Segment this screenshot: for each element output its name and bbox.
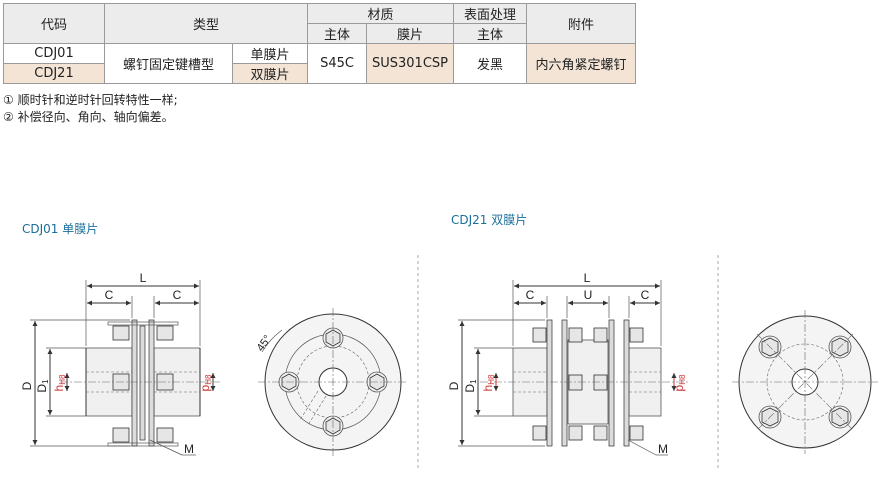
cdj21-side-view xyxy=(458,280,690,456)
dim-p-right: pH8 xyxy=(672,374,687,391)
film-double: 双膜片 xyxy=(232,63,308,84)
spec-table: 代码 类型 材质 表面处理 附件 主体 膜片 主体 CDJ01 螺钉固定键槽型 … xyxy=(3,3,636,84)
header-accessory: 附件 xyxy=(526,3,636,44)
dim-U-right: U xyxy=(584,288,593,302)
header-main: 主体 xyxy=(307,23,367,44)
header-surface-main: 主体 xyxy=(453,23,527,44)
dim-h-right: hH8 xyxy=(481,374,496,391)
dim-M-right: M xyxy=(658,442,668,456)
dim-C-right-1: C xyxy=(526,288,535,302)
dim-L-left: L xyxy=(140,271,147,285)
dim-D1-left: D1 xyxy=(35,379,50,393)
dim-D1-right: D1 xyxy=(463,379,478,393)
cdj21-front-view xyxy=(732,310,878,454)
dim-C-right-2: C xyxy=(641,288,650,302)
dim-p-left: pH8 xyxy=(198,374,213,391)
header-surface: 表面处理 xyxy=(453,3,527,24)
header-diaphragm: 膜片 xyxy=(366,23,454,44)
cdj01-side-view xyxy=(30,280,220,456)
dim-C-left-1: C xyxy=(105,288,114,302)
right-drawing-title: CDJ21 双膜片 xyxy=(451,213,528,227)
left-drawing-title: CDJ01 单膜片 xyxy=(22,222,99,236)
accessory: 内六角紧定螺钉 xyxy=(526,43,636,84)
note-1: ① 顺时针和逆时针回转特性一样; xyxy=(3,93,178,107)
dim-D-left: D xyxy=(20,381,34,390)
header-material: 材质 xyxy=(307,3,454,24)
surface-treatment: 发黑 xyxy=(453,43,527,84)
dim-C-left-2: C xyxy=(173,288,182,302)
dim-D-right: D xyxy=(447,381,461,390)
type-desc: 螺钉固定键槽型 xyxy=(104,43,233,84)
notes: ① 顺时针和逆时针回转特性一样; ② 补偿径向、角向、轴向偏差。 xyxy=(3,92,178,126)
note-2: ② 补偿径向、角向、轴向偏差。 xyxy=(3,110,174,124)
angle-label: 45° xyxy=(255,333,274,354)
code-cdj21: CDJ21 xyxy=(3,63,105,84)
dim-L-right: L xyxy=(584,271,591,285)
cdj01-front-view xyxy=(258,308,408,456)
dim-h-left: hH8 xyxy=(52,374,67,391)
header-code: 代码 xyxy=(3,3,105,44)
dim-M-left: M xyxy=(184,442,194,456)
